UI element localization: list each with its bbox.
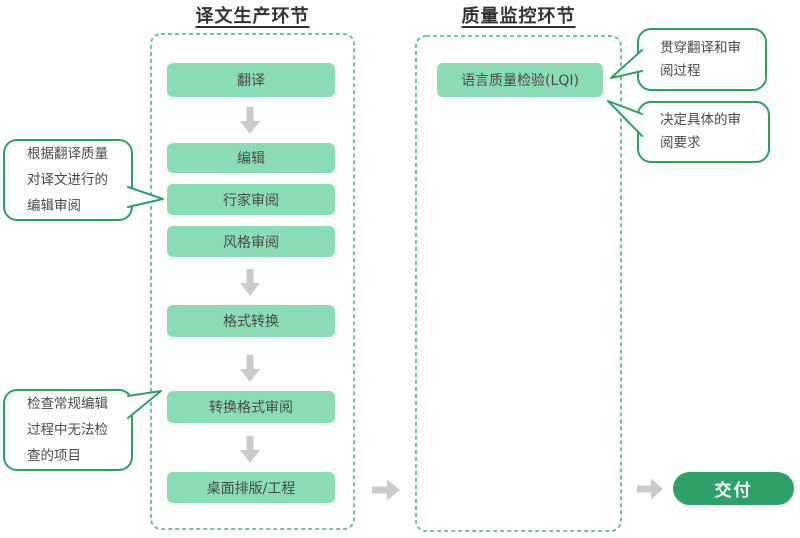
- callout-right-top: 贯穿翻译和审 阅过程: [637, 28, 767, 91]
- callout-tail-icon: [127, 186, 164, 208]
- flow-step-dtp-engineering: 桌面排版/工程: [167, 472, 335, 503]
- flow-step-lqi: 语言质量检验(LQI): [437, 63, 603, 97]
- section-title-quality: 质量监控环节: [461, 6, 576, 27]
- callout-left-bottom: 检查常规编辑 过程中无法检 查的项目: [3, 389, 133, 471]
- flow-step-expert-review: 行家审阅: [167, 184, 335, 215]
- arrow-down-icon: [240, 355, 260, 382]
- flow-step-format-conversion: 格式转换: [167, 305, 335, 337]
- callout-text: 检查常规编辑 过程中无法检 查的项目: [27, 396, 108, 464]
- arrow-right-icon: [637, 478, 663, 500]
- flow-step-style-review: 风格审阅: [167, 226, 335, 257]
- arrow-right-icon: [372, 479, 400, 501]
- quality-column-border: [415, 35, 622, 532]
- section-title-production: 译文生产环节: [195, 6, 310, 27]
- arrow-down-icon: [240, 107, 260, 134]
- flow-step-editing: 编辑: [167, 143, 335, 173]
- callout-text: 根据翻译质量 对译文进行的 编辑审阅: [27, 146, 108, 214]
- arrow-down-icon: [240, 436, 260, 463]
- flow-step-translation: 翻译: [167, 63, 335, 97]
- callout-left-top: 根据翻译质量 对译文进行的 编辑审阅: [3, 139, 133, 221]
- callout-right-bottom: 决定具体的审 阅要求: [637, 101, 770, 163]
- callout-text: 贯穿翻译和审 阅过程: [660, 39, 741, 79]
- callout-text: 决定具体的审 阅要求: [660, 112, 741, 151]
- flow-step-converted-format-review: 转换格式审阅: [167, 391, 335, 423]
- deliver-node: 交付: [673, 472, 794, 505]
- arrow-down-icon: [240, 269, 260, 296]
- production-column-border: [150, 33, 355, 530]
